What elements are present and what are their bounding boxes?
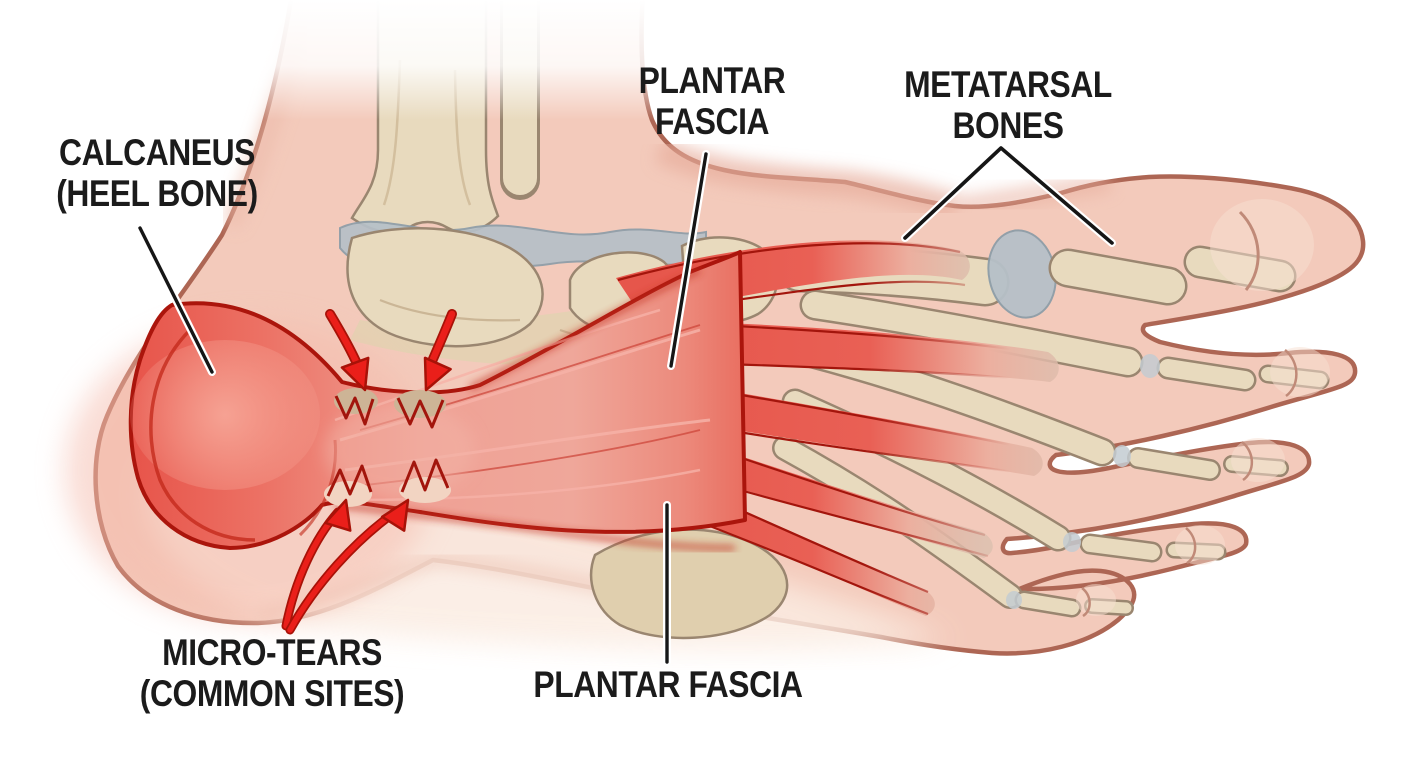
label-calcaneus: CALCANEUS (HEEL BONE): [56, 132, 258, 214]
label-calcaneus-line2: (HEEL BONE): [56, 173, 258, 214]
leader-lines: [136, 144, 1116, 666]
label-metatarsal-bones: METATARSAL BONES: [904, 64, 1112, 146]
label-plantar-fascia-top-line2: FASCIA: [654, 101, 770, 142]
micro-tears-upper: [334, 388, 446, 429]
label-micro-tears-line1: MICRO-TEARS: [162, 632, 382, 673]
label-metatarsal-line2: BONES: [952, 105, 1064, 146]
heel-inflammation: [130, 340, 320, 490]
leader-plantar-fascia-top: [669, 152, 708, 368]
label-plantar-fascia-top-line1: PLANTAR: [638, 60, 786, 101]
micro-tears-lower: [324, 458, 451, 507]
toe-pads: [1076, 199, 1330, 618]
label-plantar-fascia-top: PLANTAR FASCIA: [639, 60, 786, 142]
plantar-fascia: [65, 240, 1059, 620]
label-calcaneus-line1: CALCANEUS: [59, 132, 255, 173]
label-micro-tears-line2: (COMMON SITES): [139, 673, 405, 714]
tear-arrows-top: [325, 309, 457, 392]
tear-arrows-bottom: [281, 498, 410, 635]
leader-calcaneus: [138, 226, 214, 374]
label-micro-tears: MICRO-TEARS (COMMON SITES): [139, 632, 405, 714]
label-plantar-fascia-bottom-line1: PLANTAR FASCIA: [533, 664, 803, 705]
label-plantar-fascia-bottom: PLANTAR FASCIA: [533, 664, 803, 705]
label-metatarsal-line1: METATARSAL: [904, 64, 1112, 105]
top-fade: [0, 0, 1408, 120]
leader-metatarsal: [903, 146, 1114, 245]
